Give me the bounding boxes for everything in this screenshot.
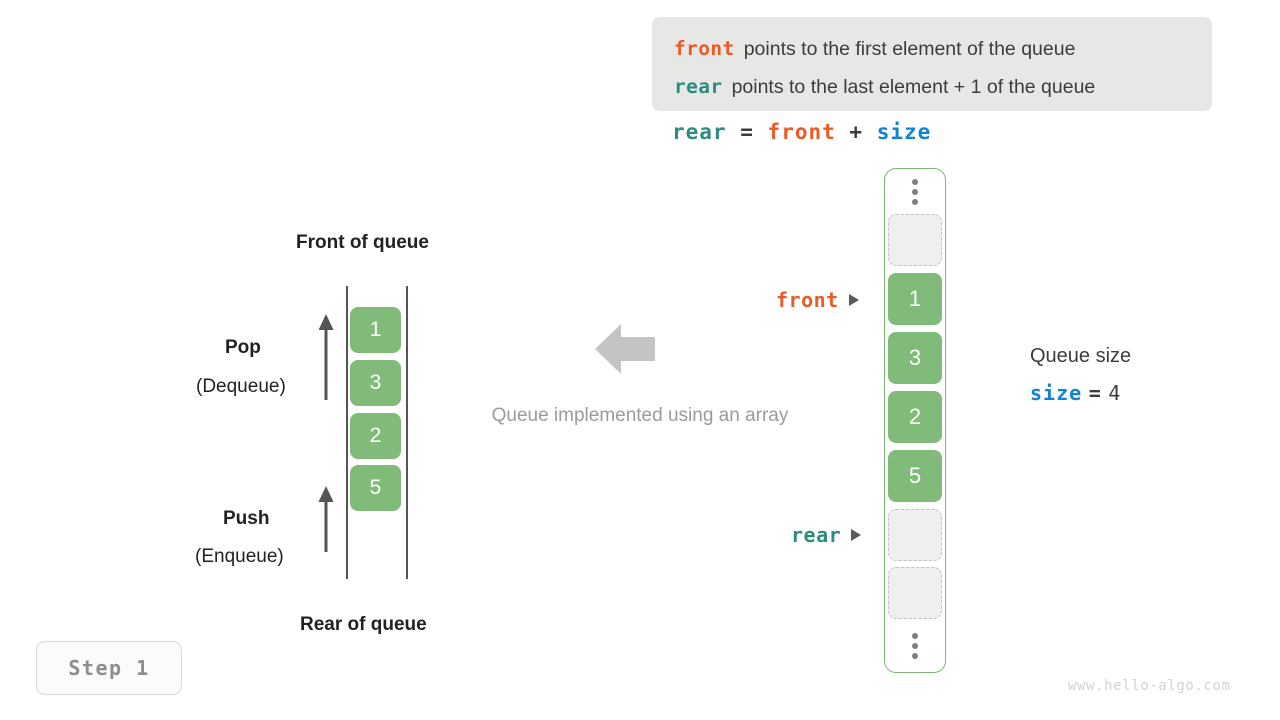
pop-label: Pop xyxy=(225,337,261,358)
queue-tube-right-line xyxy=(406,286,408,579)
dot-icon xyxy=(912,653,918,659)
queue-size-title: Queue size xyxy=(1030,345,1132,367)
front-pointer-label: front xyxy=(776,288,839,312)
dot-icon xyxy=(912,199,918,205)
center-caption: Queue implemented using an array xyxy=(491,405,789,426)
array-slot-empty xyxy=(888,214,942,266)
array-slot-filled: 3 xyxy=(888,332,942,384)
rear-pointer: rear xyxy=(791,523,862,547)
rear-of-queue-label: Rear of queue xyxy=(300,614,427,635)
queue-cell-value: 1 xyxy=(369,318,382,341)
formula-rear-equals-front-plus-size: rear = front + size xyxy=(672,120,931,144)
queue-cell-value: 2 xyxy=(369,424,382,447)
pop-direction-arrow-icon xyxy=(318,314,334,400)
legend-keyword-front: front xyxy=(674,37,735,60)
queue-cell-value: 5 xyxy=(369,476,382,499)
formula-rhs-front: front xyxy=(767,120,836,144)
queue-cell: 1 xyxy=(350,307,401,353)
watermark: www.hello-algo.com xyxy=(1068,678,1231,694)
array-slot-value: 3 xyxy=(908,345,922,370)
array-ellipsis-bottom xyxy=(888,626,942,666)
legend-keyword-rear: rear xyxy=(674,75,723,98)
rear-pointer-label: rear xyxy=(791,523,842,547)
array-slot-filled: 1 xyxy=(888,273,942,325)
size-value: 4 xyxy=(1108,381,1122,405)
front-of-queue-label: Front of queue xyxy=(296,232,429,253)
queue-cell: 5 xyxy=(350,465,401,511)
arrow-right-icon xyxy=(851,529,862,541)
dot-icon xyxy=(912,189,918,195)
dot-icon xyxy=(912,633,918,639)
dot-icon xyxy=(912,643,918,649)
enqueue-label: (Enqueue) xyxy=(195,546,284,567)
queue-size-expression: size = 4 xyxy=(1030,381,1121,406)
array-slot-empty xyxy=(888,509,942,561)
array-slot-value: 1 xyxy=(908,286,922,311)
size-keyword: size xyxy=(1030,381,1083,405)
front-pointer: front xyxy=(776,288,859,312)
size-equals: = xyxy=(1088,381,1102,405)
array-ellipsis-top xyxy=(888,172,942,212)
array-slot-value: 5 xyxy=(908,463,922,488)
array-slot-filled: 5 xyxy=(888,450,942,502)
formula-plus: + xyxy=(849,120,864,144)
queue-tube-left-line xyxy=(346,286,348,579)
formula-equals: = xyxy=(740,120,754,144)
queue-cell-value: 3 xyxy=(369,371,382,394)
array-slot-empty xyxy=(888,567,942,619)
arrow-right-icon xyxy=(848,294,859,306)
formula-lhs: rear xyxy=(672,120,727,144)
array-slot-filled: 2 xyxy=(888,391,942,443)
dot-icon xyxy=(912,179,918,185)
implemented-using-arrow-icon xyxy=(595,324,655,374)
push-direction-arrow-icon xyxy=(318,486,334,552)
step-badge: Step 1 xyxy=(36,641,182,695)
push-label: Push xyxy=(223,508,270,529)
legend-box: front points to the first element of the … xyxy=(652,17,1212,111)
legend-text-rear: points to the last element + 1 of the qu… xyxy=(731,76,1096,98)
legend-row-front: front points to the first element of the … xyxy=(674,37,1075,61)
array-slot-value: 2 xyxy=(908,404,922,429)
legend-text-front: points to the first element of the queue xyxy=(743,38,1076,60)
queue-cell: 2 xyxy=(350,413,401,459)
formula-rhs-size: size xyxy=(876,120,932,144)
dequeue-label: (Dequeue) xyxy=(196,376,286,397)
legend-row-rear: rear points to the last element + 1 of th… xyxy=(674,75,1095,99)
queue-cell: 3 xyxy=(350,360,401,406)
